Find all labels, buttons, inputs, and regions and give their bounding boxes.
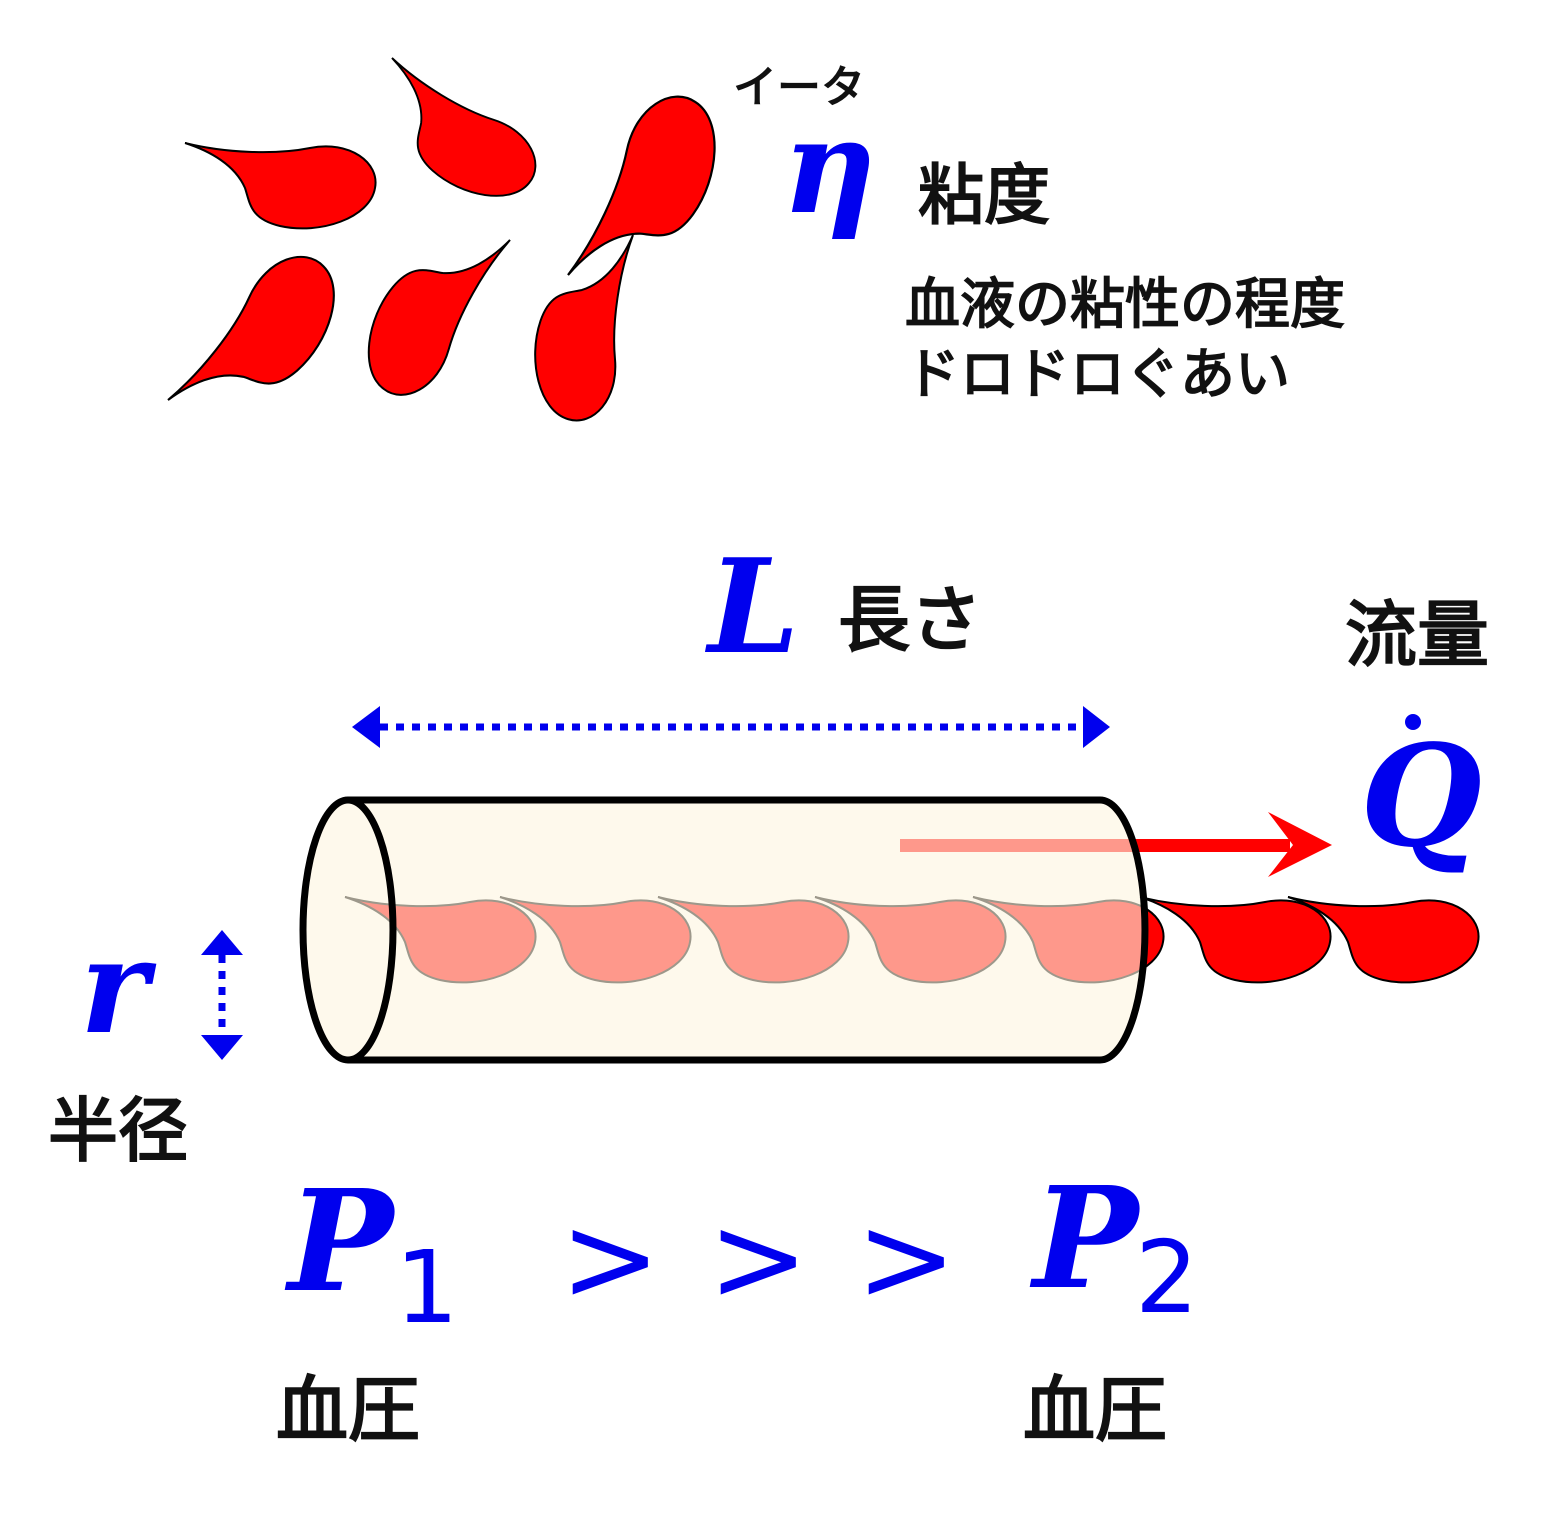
blood-cell-icon	[184, 142, 377, 230]
blood-cell-icon	[351, 57, 552, 218]
viscosity-description-2: ドロドロぐあい	[905, 342, 1290, 406]
p1-symbol: P	[284, 1160, 397, 1324]
p2-label: 血圧	[1023, 1368, 1167, 1452]
greater-than-1: >	[560, 1190, 661, 1329]
blood-cell-icon	[566, 80, 738, 313]
eta-reading: イータ	[733, 62, 865, 113]
length-arrow	[352, 706, 1110, 748]
p2-symbol: P	[1029, 1157, 1142, 1321]
length-label: 長さ	[838, 578, 982, 662]
blood-cell-icon	[1139, 896, 1332, 984]
flow-dot-icon	[1405, 714, 1421, 730]
radius-symbol: r	[80, 910, 157, 1063]
flow-symbol: Q	[1360, 715, 1482, 879]
p1-subscript: 1	[395, 1229, 459, 1346]
blood-cell-icon	[346, 200, 511, 411]
length-symbol: L	[704, 530, 799, 683]
radius-label: 半径	[48, 1090, 188, 1172]
flow-label: 流量	[1345, 593, 1489, 677]
viscosity-description-1: 血液の粘性の程度	[905, 272, 1345, 336]
p2-subscript: 2	[1135, 1219, 1199, 1336]
eta-symbol: η	[782, 90, 877, 243]
blood-cells-cluster	[166, 57, 738, 454]
blood-cell-icon	[166, 237, 360, 454]
greater-than-3: >	[856, 1190, 957, 1329]
blood-vessel	[299, 796, 1149, 1064]
p1-label: 血圧	[276, 1368, 420, 1452]
viscosity-label: 粘度	[918, 157, 1050, 234]
greater-than-2: >	[708, 1190, 809, 1329]
radius-arrow	[201, 930, 243, 1060]
